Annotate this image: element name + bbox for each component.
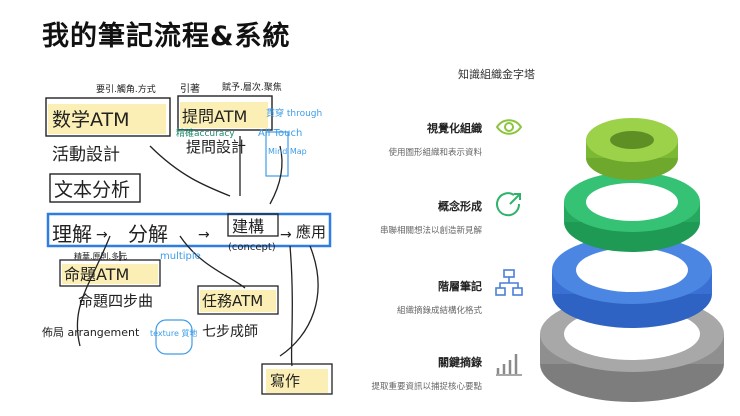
- svg-text:→: →: [96, 227, 108, 243]
- analyze: 分解: [128, 222, 168, 246]
- activity-design: 活動設計: [52, 145, 120, 165]
- top-note-2: 引著: [180, 82, 200, 95]
- tag-all-touch: All Touch: [258, 128, 302, 139]
- handwritten-note-sketch: 要引.觸角.方式 引著 賦予.層次.聚焦 数学ATM 提問ATM 精確accur…: [42, 81, 333, 395]
- bar-chart-icon: [496, 354, 522, 376]
- top-note-1: 要引.觸角.方式: [96, 83, 156, 95]
- level-title: 關鍵摘錄: [438, 356, 482, 369]
- level-title: 視覺化組織: [427, 122, 482, 135]
- level-description: 串聯相關想法以創造新見解: [379, 226, 482, 236]
- seven-step: 七步成師: [202, 324, 258, 340]
- multiple: multiple: [160, 251, 201, 262]
- page-title: 我的筆記流程&系統: [42, 21, 291, 52]
- svg-text:→: →: [280, 227, 292, 243]
- top-note-3: 賦予.層次.聚焦: [222, 81, 282, 93]
- question-design: 提問設計: [186, 138, 246, 156]
- ring-pyramid-graphic: [540, 118, 724, 402]
- level-title: 概念形成: [438, 200, 482, 213]
- level-description: 組織摘錄成結構化格式: [396, 306, 482, 316]
- atm-task: 任務ATM: [202, 292, 263, 310]
- svg-text:→: →: [198, 227, 210, 243]
- understand: 理解: [52, 222, 92, 246]
- text-analysis: 文本分析: [54, 179, 130, 201]
- eye-icon: [495, 119, 523, 135]
- atm-mingti: 命題ATM: [64, 265, 129, 284]
- tag-through: 貫穿 through: [266, 107, 322, 119]
- writing: 寫作: [270, 372, 300, 390]
- multi-note: 精華.原則.多元: [74, 251, 127, 261]
- level-description: 使用圖形組織和表示資料: [388, 148, 482, 158]
- pyramid-level-2: 概念形成 串聯相關想法以創造新見解: [380, 198, 482, 236]
- hierarchy-icon: [495, 269, 523, 296]
- construct: 建構: [232, 217, 264, 236]
- texture: texture 質地: [150, 328, 197, 338]
- pyramid-level-4: 關鍵摘錄 提取重要資訊以捕捉核心要點: [371, 354, 482, 392]
- pyramid-level-1: 視覺化組織 使用圖形組織和表示資料: [388, 120, 482, 158]
- concept: (concept): [228, 242, 276, 253]
- pyramid-level-3: 階層筆記 組織摘錄成結構化格式: [397, 278, 482, 316]
- mingti-four: 命題四步曲: [78, 292, 153, 310]
- level-title: 階層筆記: [438, 280, 482, 293]
- mind-map: Mind Map: [268, 147, 307, 156]
- tag-accuracy: 精確accuracy: [176, 127, 235, 139]
- atm-ask: 提問ATM: [182, 107, 247, 126]
- arrow-icon: [496, 192, 521, 217]
- arrangement: 佈局 arrangement: [42, 325, 140, 339]
- atm-math: 数学ATM: [52, 109, 130, 131]
- level-description: 提取重要資訊以捕捉核心要點: [371, 382, 482, 392]
- pyramid-heading: 知識組織金字塔: [458, 68, 535, 81]
- apply: 應用: [296, 223, 326, 241]
